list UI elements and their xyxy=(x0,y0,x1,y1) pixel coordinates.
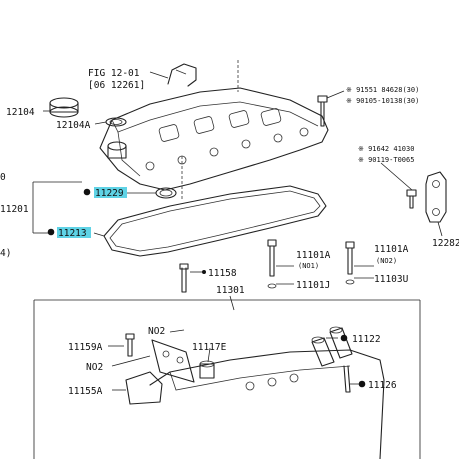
stud-11158 xyxy=(179,263,189,293)
spark-plug-tube-right xyxy=(329,326,353,359)
cylinder-head-box xyxy=(33,299,421,459)
marker-11229 xyxy=(83,188,91,196)
cover-bolt xyxy=(317,95,328,127)
fig-ref-1: FIG 12-01 xyxy=(88,68,140,79)
edge-label-top: 0 xyxy=(0,172,6,183)
camshaft-cap xyxy=(151,339,195,383)
label-11158: 11158 xyxy=(208,268,237,279)
label-11126: 11126 xyxy=(368,380,397,391)
highlight-11229 xyxy=(94,187,127,198)
label-11101a-right: 11101A xyxy=(374,244,409,255)
label-no2-a: NO2 xyxy=(148,326,165,337)
fig-ref-2: [06 12261] xyxy=(88,80,145,91)
label-11101a: 11101A xyxy=(296,250,331,261)
bearing-cap-11155a xyxy=(125,371,163,405)
note-bracket-2: ※ 90119-T0065 xyxy=(358,156,414,164)
note-bolt-2: ※ 90105-10138(30) xyxy=(346,97,419,105)
cylinder-head-cover xyxy=(99,60,329,200)
label-11101a-note: (NO1) xyxy=(298,262,319,270)
marker-11122 xyxy=(340,334,348,342)
bolt-11159a xyxy=(125,333,135,357)
label-11301: 11301 xyxy=(216,285,245,296)
cylinder-head xyxy=(149,349,385,459)
label-12104a: 12104A xyxy=(56,120,91,131)
label-11101a-right-note: (NO2) xyxy=(376,257,397,265)
leader-lines xyxy=(32,71,443,391)
spark-plug-tube-left xyxy=(311,336,335,367)
stud-bolt-11126 xyxy=(343,365,351,393)
label-11229: 11229 xyxy=(95,188,124,199)
label-12104: 12104 xyxy=(6,107,35,118)
label-11103u: 11103U xyxy=(374,274,409,285)
label-12282: 12282 xyxy=(432,238,459,249)
label-11213: 11213 xyxy=(58,228,87,239)
note-bracket-1: ※ 91642 41030 xyxy=(358,145,414,153)
note-bolt-1: ※ 91551 84628(30) xyxy=(346,86,419,94)
valve-lifter xyxy=(199,360,215,379)
label-11122: 11122 xyxy=(352,334,381,345)
marker-11213 xyxy=(47,228,55,236)
filler-cap-gasket xyxy=(105,117,127,127)
label-11159a: 11159A xyxy=(68,342,103,353)
marker-11126 xyxy=(358,380,366,388)
head-bolt-no2 xyxy=(345,241,355,285)
marker-11158 xyxy=(202,270,206,274)
label-no2-b: NO2 xyxy=(86,362,103,373)
highlight-11213 xyxy=(57,227,91,238)
label-11117e: 11117E xyxy=(192,342,227,353)
head-bolt-no1 xyxy=(267,239,277,289)
label-11201: 11201 xyxy=(0,204,29,215)
head-cover-gasket xyxy=(103,185,327,257)
engine-hanger-bracket xyxy=(406,171,447,223)
label-11155a: 11155A xyxy=(68,386,103,397)
label-11101j: 11101J xyxy=(296,280,330,291)
edge-label-mid: 4) xyxy=(0,248,11,259)
oil-filler-cap xyxy=(49,97,79,118)
